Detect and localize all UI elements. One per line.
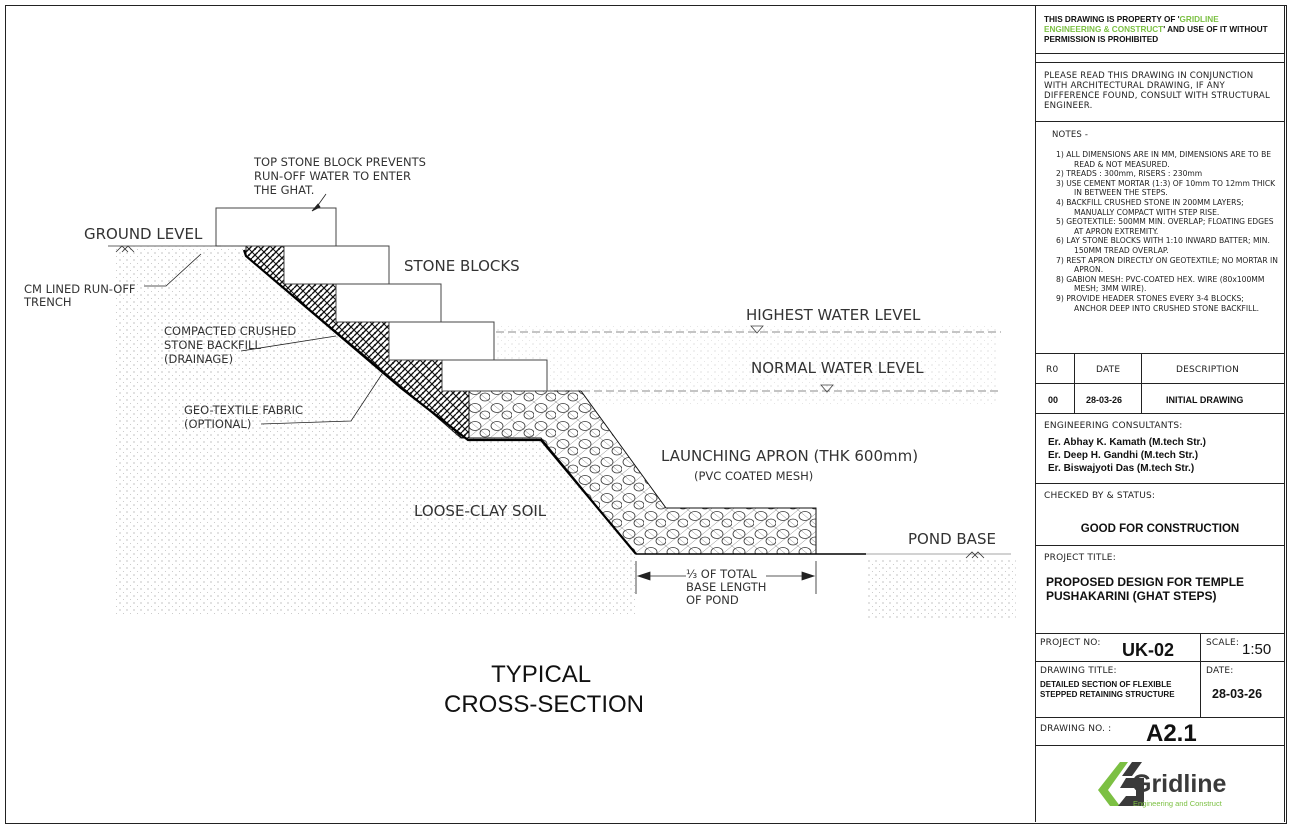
water-level-marker-icon: [820, 384, 834, 393]
drawing-sheet: TOP STONE BLOCK PREVENTS RUN-OFF WATER T…: [5, 5, 1287, 824]
note-item: 2) TREADS : 300mm, RISERS : 230mm: [1056, 169, 1203, 179]
note-item: 3) USE CEMENT MORTAR (1:3) OF 10mm TO 12…: [1056, 178, 1276, 198]
stone-block: [215, 207, 337, 247]
logo-tagline: Engineering and Construct: [1133, 799, 1222, 808]
stone-block: [441, 359, 548, 392]
leader-lines: [144, 193, 385, 425]
label-loose-clay: LOOSE-CLAY SOIL: [414, 502, 547, 520]
logo-section: Gridline Engineering and Construct: [1036, 746, 1284, 822]
label-top-stone: TOP STONE BLOCK PREVENTS RUN-OFF WATER T…: [253, 155, 430, 197]
cross-section-diagram: TOP STONE BLOCK PREVENTS RUN-OFF WATER T…: [23, 155, 1016, 718]
drawing-title-row: DRAWING TITLE: DETAILED SECTION OF FLEXI…: [1036, 662, 1284, 718]
label-highest-water: HIGHEST WATER LEVEL: [746, 306, 921, 324]
project-title: PROPOSED DESIGN FOR TEMPLE PUSHAKARINI (…: [1046, 575, 1245, 603]
consultants-section: ENGINEERING CONSULTANTS: Er. Abhay K. Ka…: [1036, 414, 1284, 484]
drawing-no: A2.1: [1146, 720, 1197, 747]
label-stone-blocks: STONE BLOCKS: [404, 257, 520, 275]
notes-list: 1) ALL DIMENSIONS ARE IN MM, DIMENSIONS …: [1044, 150, 1278, 313]
title-block: THIS DRAWING IS PROPERTY OF 'GRIDLINE EN…: [1035, 6, 1285, 822]
revision-row: 00 28-03-26 INITIAL DRAWING: [1036, 384, 1284, 414]
note-item: 6) LAY STONE BLOCKS WITH 1:10 INWARD BAT…: [1056, 236, 1270, 255]
notes-heading: NOTES -: [1052, 130, 1089, 140]
label-normal-water: NORMAL WATER LEVEL: [751, 359, 924, 377]
label-pond-base: POND BASE: [908, 530, 996, 548]
date: 28-03-26: [1212, 687, 1263, 701]
label-cm-lined-trench: CM LINED RUN-OFF TRENCH: [23, 282, 139, 309]
read-note: PLEASE READ THIS DRAWING IN CONJUNCTION …: [1036, 62, 1284, 122]
stone-blocks: [215, 207, 548, 392]
gridline-logo-icon: [1098, 762, 1144, 806]
label-ground-level: GROUND LEVEL: [84, 225, 203, 243]
notes-section: NOTES - 1) ALL DIMENSIONS ARE IN MM, DIM…: [1036, 122, 1284, 354]
drawing-no-row: DRAWING NO. : A2.1: [1036, 718, 1284, 747]
consultant-name: Er. Abhay K. Kamath (M.tech Str.): [1048, 437, 1206, 448]
note-item: 1) ALL DIMENSIONS ARE IN MM, DIMENSIONS …: [1056, 150, 1272, 169]
consultant-name: Er. Deep H. Gandhi (M.tech Str.): [1048, 450, 1199, 461]
scale: 1:50: [1242, 641, 1272, 658]
status: GOOD FOR CONSTRUCTION: [1080, 523, 1240, 535]
checked-section: CHECKED BY & STATUS: GOOD FOR CONSTRUCTI…: [1036, 484, 1284, 546]
property-notice: THIS DRAWING IS PROPERTY OF 'GRIDLINE EN…: [1036, 6, 1284, 54]
caption: TYPICAL CROSS-SECTION: [444, 661, 644, 718]
drawing-area: TOP STONE BLOCK PREVENTS RUN-OFF WATER T…: [6, 6, 1036, 822]
water-level-marker-icon: [750, 325, 764, 334]
base-length-dimension: [635, 561, 817, 594]
revision-header: R0 DATE DESCRIPTION: [1036, 354, 1284, 384]
note-item: 7) REST APRON DIRECTLY ON GEOTEXTILE; NO…: [1056, 255, 1278, 275]
stone-block: [335, 283, 442, 323]
consultants-heading: ENGINEERING CONSULTANTS:: [1044, 421, 1183, 431]
label-base-length: ⅓ OF TOTAL BASE LENGTH OF POND: [686, 567, 770, 607]
consultant-name: Er. Biswajyoti Das (M.tech Str.): [1048, 463, 1195, 474]
note-item: 8) GABION MESH: PVC-COATED HEX. WIRE (80…: [1056, 274, 1265, 294]
note-item: 9) PROVIDE HEADER STONES EVERY 3-4 BLOCK…: [1056, 293, 1260, 313]
label-geotextile: GEO-TEXTILE FABRIC (OPTIONAL): [184, 403, 307, 431]
label-pvc-mesh: (PVC COATED MESH): [694, 469, 813, 483]
label-compacted-backfill: COMPACTED CRUSHED STONE BACKFILL (DRAINA…: [164, 324, 300, 366]
project-no-row: PROJECT NO: UK-02 SCALE: 1:50: [1036, 634, 1284, 662]
stone-block: [388, 321, 495, 361]
drawing-title: DETAILED SECTION OF FLEXIBLE STEPPED RET…: [1040, 680, 1175, 699]
logo-name: Gridline: [1132, 770, 1227, 798]
project-title-section: PROJECT TITLE: PROPOSED DESIGN FOR TEMPL…: [1036, 546, 1284, 634]
ground-level-symbol-icon: [108, 245, 985, 559]
note-item: 5) GEOTEXTILE: 500MM MIN. OVERLAP; FLOAT…: [1056, 217, 1274, 236]
label-launching-apron: LAUNCHING APRON (THK 600mm): [661, 447, 918, 465]
geotextile-line: [242, 249, 637, 555]
note-item: 4) BACKFILL CRUSHED STONE IN 200MM LAYER…: [1056, 197, 1244, 217]
project-no: UK-02: [1122, 640, 1175, 660]
stone-block: [283, 245, 390, 285]
